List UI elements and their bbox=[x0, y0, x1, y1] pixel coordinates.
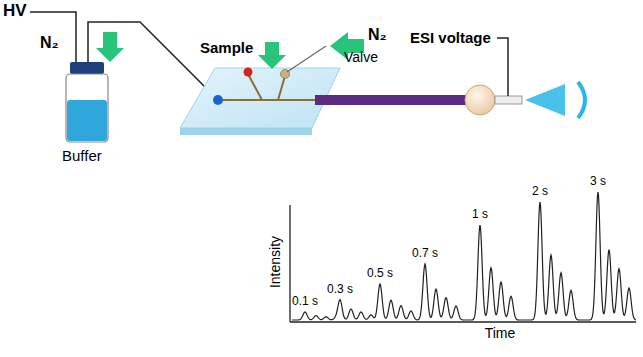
y-axis bbox=[289, 205, 290, 322]
peak-label: 0.5 s bbox=[367, 267, 393, 280]
peak-label: 0.3 s bbox=[327, 283, 353, 296]
capillary bbox=[315, 95, 468, 105]
sample-channel bbox=[248, 74, 262, 100]
esi-tee bbox=[465, 85, 495, 115]
peak-label: 2 s bbox=[532, 185, 548, 198]
sample-arrow bbox=[258, 42, 286, 69]
valve-line bbox=[287, 46, 326, 72]
buffer-liquid bbox=[67, 100, 107, 141]
axis-title: Time bbox=[485, 326, 516, 341]
electrospray bbox=[525, 84, 565, 116]
valve-label: Valve bbox=[344, 50, 378, 65]
peak-label: 1 s bbox=[472, 208, 488, 221]
peak-label: 0.1 s bbox=[292, 295, 318, 308]
x-axis bbox=[290, 321, 636, 322]
peak-label: 0.7 s bbox=[412, 247, 438, 260]
axis-title: Intensity bbox=[268, 236, 283, 288]
vial-body bbox=[66, 74, 108, 142]
valve-channel bbox=[278, 76, 285, 100]
separation-channel bbox=[218, 99, 318, 101]
ms-inlet bbox=[578, 82, 585, 118]
buffer-reservoir bbox=[213, 95, 223, 105]
voltage-label: HV bbox=[3, 2, 27, 21]
peak-label: 3 s bbox=[590, 175, 606, 188]
gas-arrow bbox=[96, 32, 124, 62]
esi-emitter bbox=[495, 96, 522, 104]
sample-reservoir bbox=[244, 68, 253, 77]
electropherogram bbox=[292, 192, 636, 320]
gas-label: N₂ bbox=[368, 26, 387, 44]
vial-cap bbox=[70, 62, 104, 74]
sample-label: Sample bbox=[200, 40, 253, 57]
vial-label: Buffer bbox=[62, 148, 102, 165]
peak-trace bbox=[292, 192, 636, 320]
chip-side bbox=[180, 128, 312, 135]
esi-wire bbox=[497, 38, 508, 96]
gas-label: N₂ bbox=[40, 34, 59, 52]
esi-label: ESI voltage bbox=[410, 30, 491, 47]
